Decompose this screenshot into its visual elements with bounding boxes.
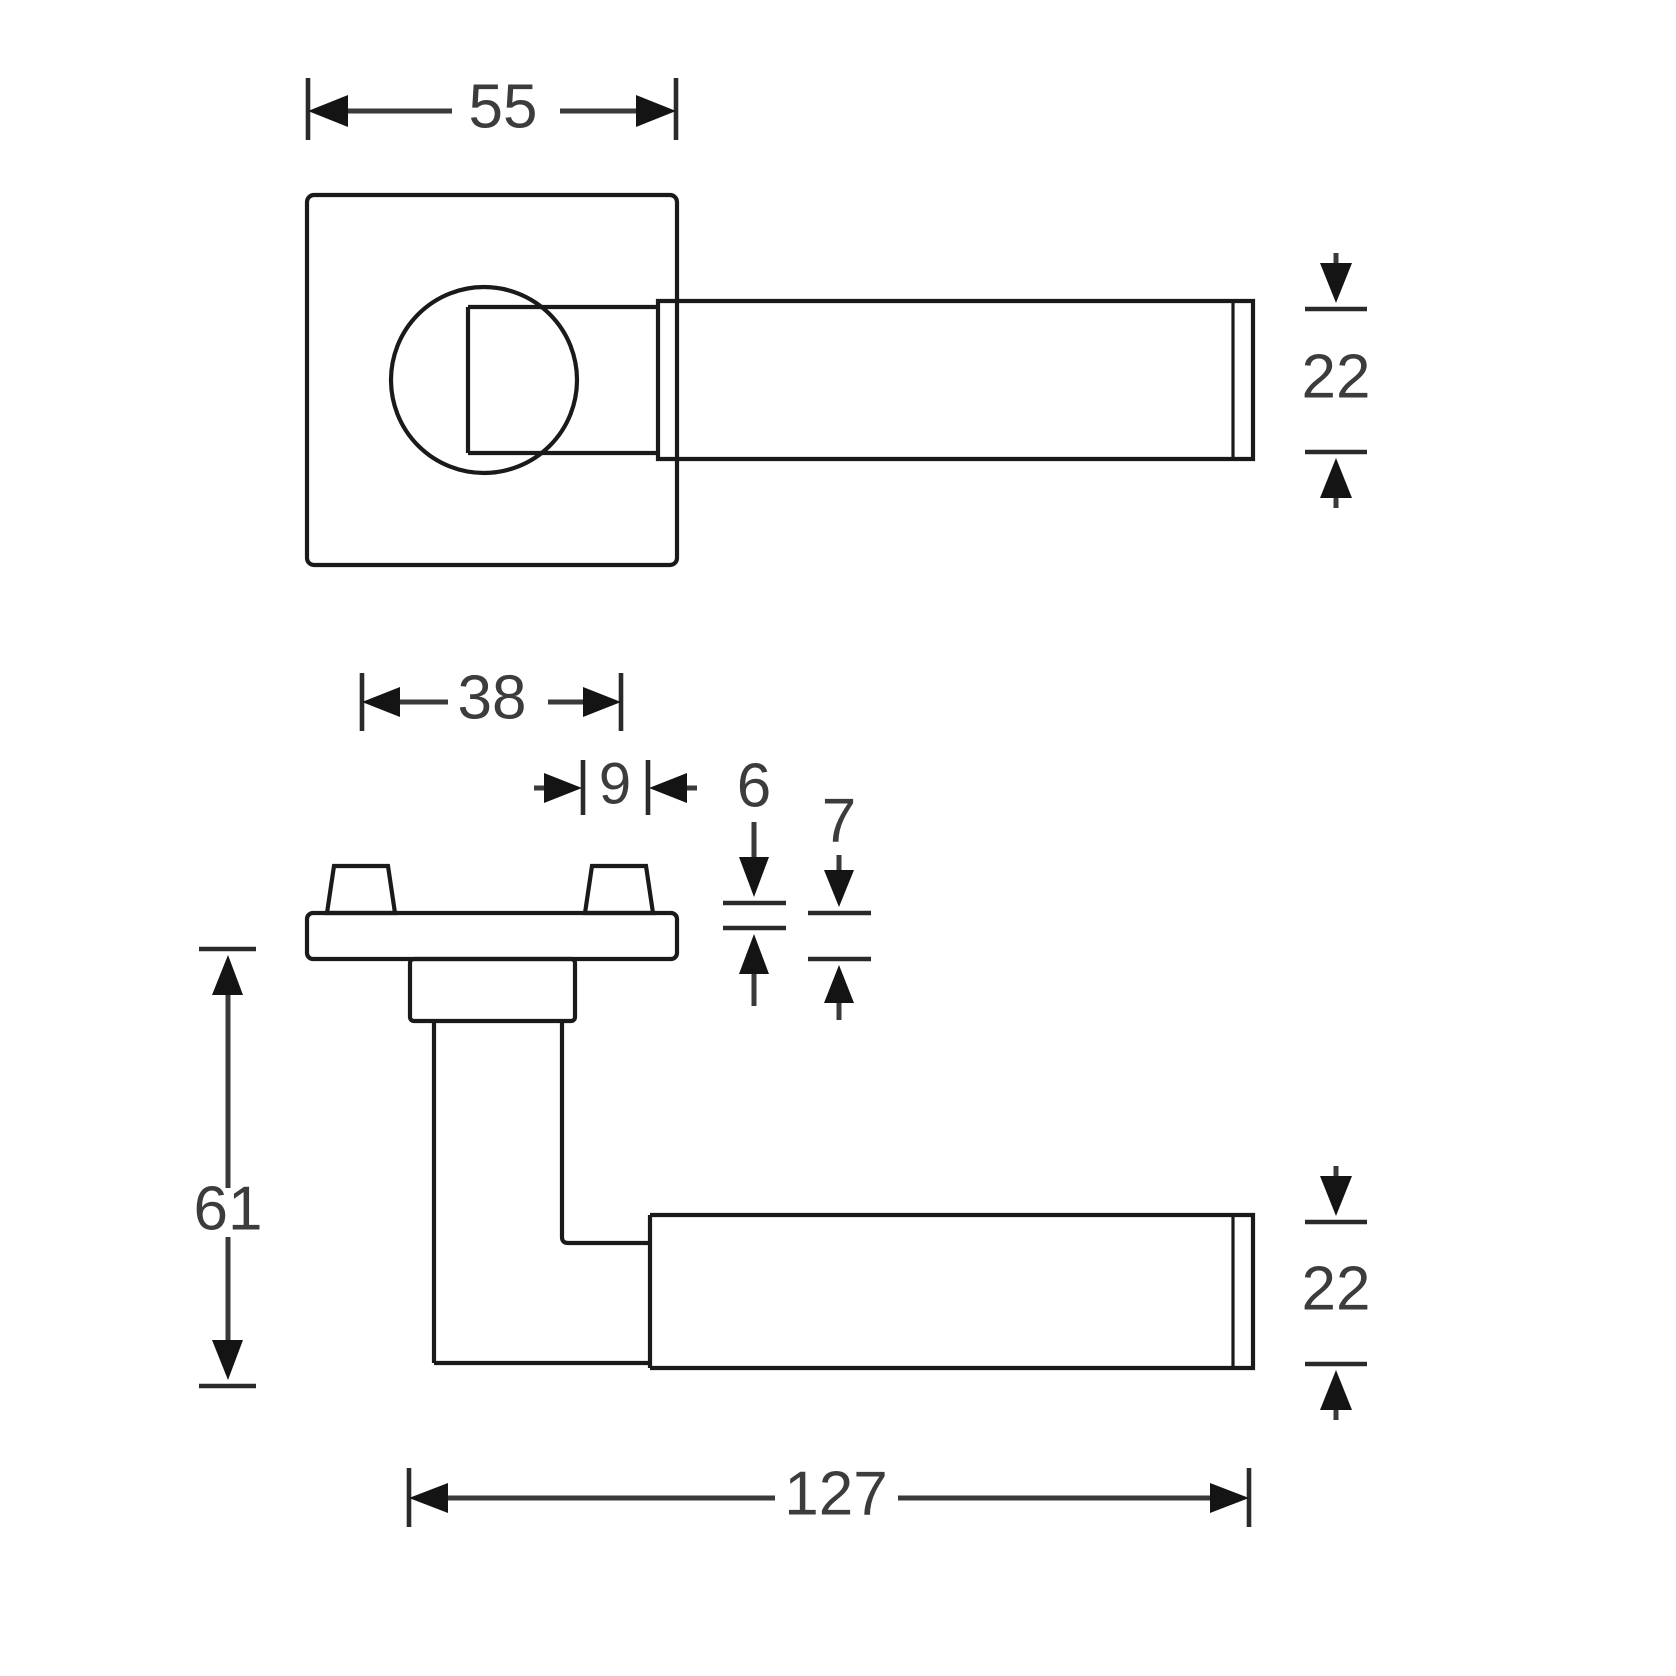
arrow-right-icon [583,687,621,717]
dimension-boss-spacing: 9 [534,751,697,816]
dim-label-rose-thickness: 7 [822,786,856,855]
arrow-left-icon [649,773,687,803]
lever-bar-outline [650,1212,1256,1371]
dimension-lever-height-bottom: 22 [1302,1166,1371,1420]
dim-label-lever-length: 127 [784,1459,887,1528]
arrow-up-icon [212,955,243,995]
arrow-down-icon [1320,1176,1352,1216]
front-view-group: 55 22 [304,72,1371,568]
arrow-down-icon [739,857,769,897]
lever-bar-outline [655,298,1256,462]
rose-circular-boss [388,284,580,476]
rose-plate-square [304,192,680,568]
dim-label-lever-height-top: 22 [1302,342,1371,411]
arrow-down-icon [212,1340,243,1380]
side-view-group: 38 9 6 7 [194,663,1371,1528]
arrow-right-icon [1210,1483,1249,1513]
neck-collar [407,956,578,1024]
dimension-rose-thickness: 7 [808,786,871,1020]
arrow-up-icon [824,965,854,1003]
dimension-rose-depth: 38 [359,663,624,732]
dimension-lever-height-top: 22 [1302,253,1371,508]
dim-label-boss-height: 6 [737,751,771,820]
dimension-boss-height: 6 [723,751,786,1006]
dimension-lever-projection: 61 [194,946,263,1389]
arrow-up-icon [739,934,769,974]
arrow-right-icon [636,95,676,127]
dim-label-lever-height-bottom: 22 [1302,1254,1371,1323]
dim-label-boss-spacing: 9 [599,751,631,816]
dim-label-rose-depth: 38 [458,663,527,732]
dim-label-rose-width: 55 [469,72,538,141]
elbow-inner-corner [559,1236,650,1246]
dimension-lever-length: 127 [406,1459,1252,1528]
arrow-down-icon [1320,263,1352,303]
arrow-down-icon [824,870,854,907]
arrow-up-icon [1320,458,1352,498]
arrow-right-icon [544,773,582,803]
arrow-up-icon [1320,1370,1352,1410]
dim-label-lever-projection: 61 [194,1174,263,1243]
arrow-left-icon [308,95,348,127]
arrow-left-icon [409,1483,448,1513]
arrow-left-icon [362,687,400,717]
dimension-rose-width: 55 [305,72,679,141]
